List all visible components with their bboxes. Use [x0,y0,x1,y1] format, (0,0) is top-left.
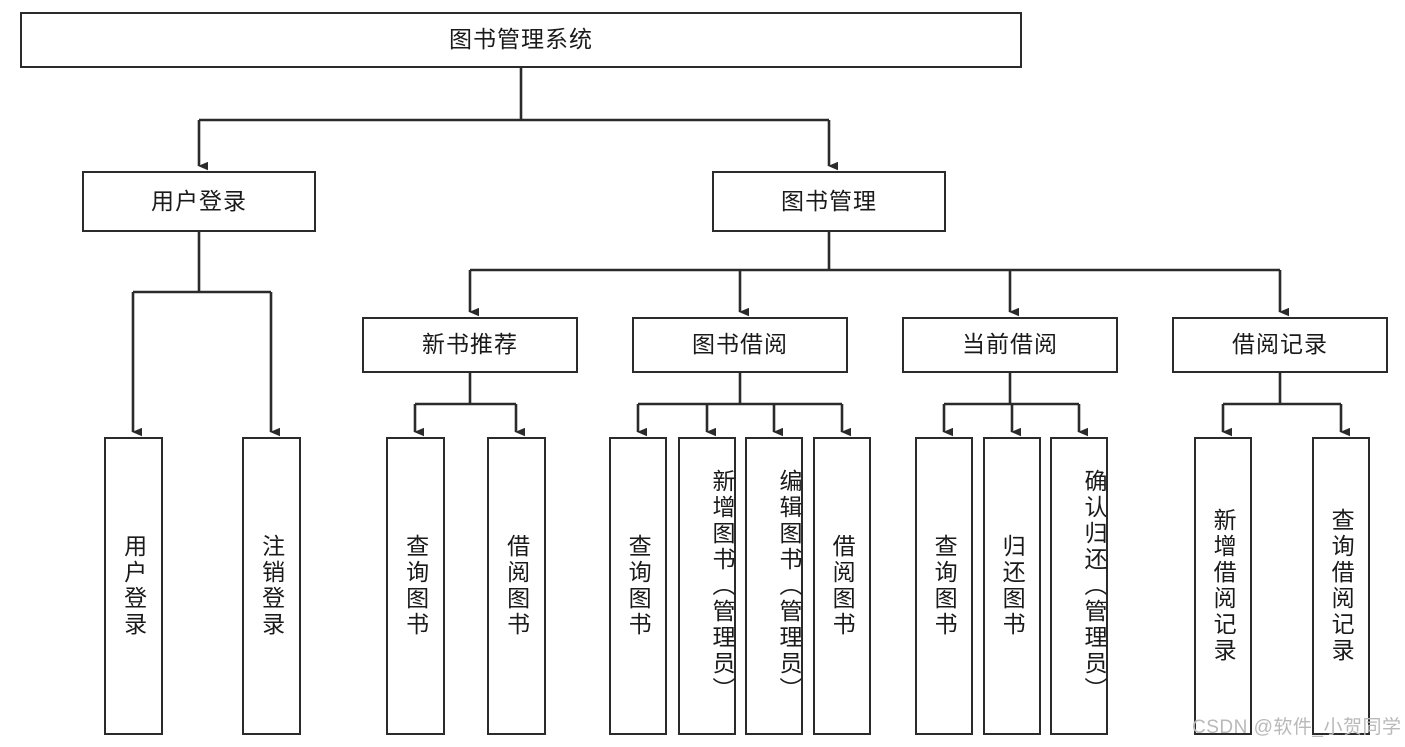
node-current-borrow[interactable]: 当前借阅 [902,317,1118,373]
node-leaf-query-book-3-label: 查询图书 [931,534,958,638]
node-leaf-query-book-1[interactable]: 查询图书 [386,437,445,735]
node-root-label: 图书管理系统 [449,26,593,53]
node-current-borrow-label: 当前借阅 [962,331,1058,358]
node-leaf-edit-book-label: 编辑图书（管理员） [776,469,802,703]
node-borrow-record[interactable]: 借阅记录 [1172,317,1388,373]
node-leaf-borrow-book-2[interactable]: 借阅图书 [813,437,871,735]
node-book-borrow-label: 图书借阅 [692,331,788,358]
node-leaf-add-record-label: 新增借阅记录 [1210,508,1237,664]
node-leaf-query-book-3[interactable]: 查询图书 [915,437,973,735]
node-book-management-label: 图书管理 [781,187,877,214]
node-leaf-borrow-book-1-label: 借阅图书 [503,534,530,638]
node-new-book-recommend[interactable]: 新书推荐 [362,317,578,373]
node-book-borrow[interactable]: 图书借阅 [632,317,848,373]
node-leaf-logout[interactable]: 注销登录 [242,437,301,735]
node-leaf-query-book-2[interactable]: 查询图书 [609,437,667,735]
node-leaf-confirm-return[interactable]: 确认归还（管理员） [1050,437,1108,735]
node-user-login[interactable]: 用户登录 [82,171,316,232]
node-borrow-record-label: 借阅记录 [1232,331,1328,358]
node-leaf-logout-label: 注销登录 [258,534,285,638]
node-leaf-query-record[interactable]: 查询借阅记录 [1312,437,1370,735]
node-leaf-edit-book[interactable]: 编辑图书（管理员） [745,437,803,735]
csdn-watermark: CSDN @软件_小贺同学 [1192,717,1402,738]
node-user-login-label: 用户登录 [151,187,247,214]
node-leaf-borrow-book-1[interactable]: 借阅图书 [487,437,546,735]
node-new-book-recommend-label: 新书推荐 [422,331,518,358]
node-book-management[interactable]: 图书管理 [712,171,946,232]
node-leaf-add-book[interactable]: 新增图书（管理员） [678,437,736,735]
node-leaf-user-login[interactable]: 用户登录 [104,437,163,735]
node-leaf-confirm-return-label: 确认归还（管理员） [1081,469,1107,703]
node-leaf-user-login-label: 用户登录 [120,534,147,638]
node-leaf-query-record-label: 查询借阅记录 [1328,508,1355,664]
node-leaf-return-book[interactable]: 归还图书 [983,437,1041,735]
node-leaf-return-book-label: 归还图书 [999,534,1026,638]
node-leaf-add-book-label: 新增图书（管理员） [709,469,735,703]
node-leaf-borrow-book-2-label: 借阅图书 [829,534,856,638]
node-leaf-query-book-1-label: 查询图书 [402,534,429,638]
node-leaf-query-book-2-label: 查询图书 [625,534,652,638]
node-leaf-add-record[interactable]: 新增借阅记录 [1194,437,1252,735]
node-root-system[interactable]: 图书管理系统 [20,12,1022,68]
